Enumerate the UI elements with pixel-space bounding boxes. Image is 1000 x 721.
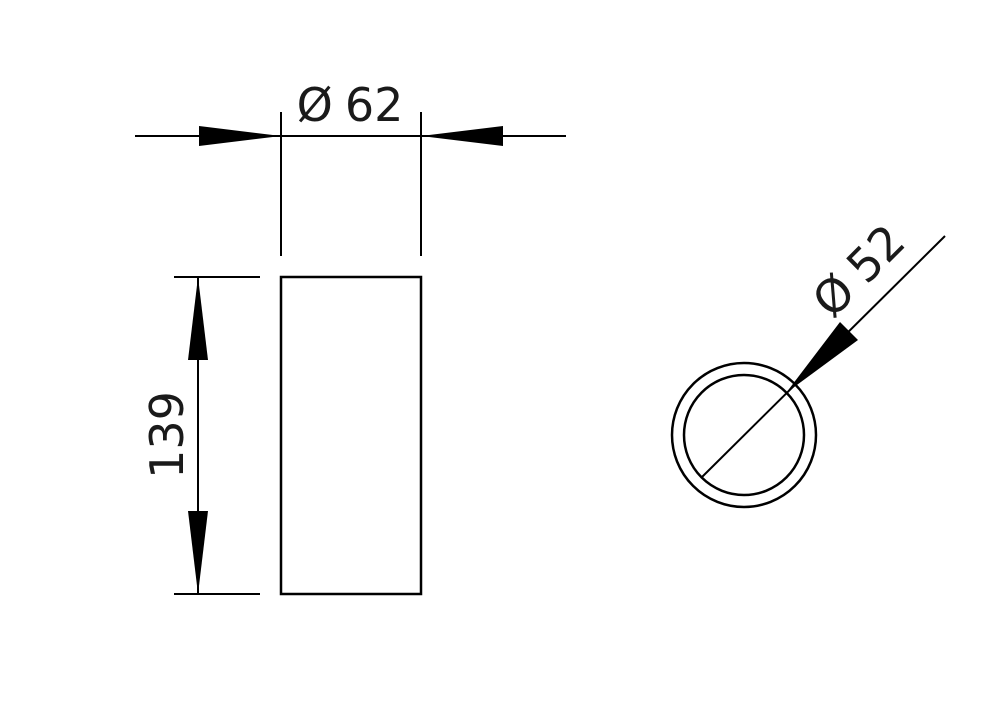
diameter-symbol: Ø xyxy=(297,78,333,132)
height-dimension: 139 xyxy=(140,276,260,595)
inner-circle xyxy=(682,373,806,497)
width-dimension-value: 62 xyxy=(345,78,404,132)
side-view xyxy=(279,275,423,596)
side-view-outline xyxy=(279,275,423,596)
circle-diameter-dimension: Ø52 xyxy=(701,214,946,478)
arrowhead-bottom-icon xyxy=(188,511,208,594)
top-view xyxy=(670,361,818,509)
height-dimension-label: 139 xyxy=(140,391,194,479)
circle-diameter-value: 52 xyxy=(836,214,916,294)
arrowhead-right-icon xyxy=(421,126,503,146)
arrowhead-left-icon xyxy=(199,126,281,146)
outer-circle xyxy=(670,361,818,509)
arrowhead-top-icon xyxy=(188,277,208,360)
arrowhead-leader-icon xyxy=(786,322,858,393)
circle-diameter-label: Ø52 xyxy=(802,214,916,328)
